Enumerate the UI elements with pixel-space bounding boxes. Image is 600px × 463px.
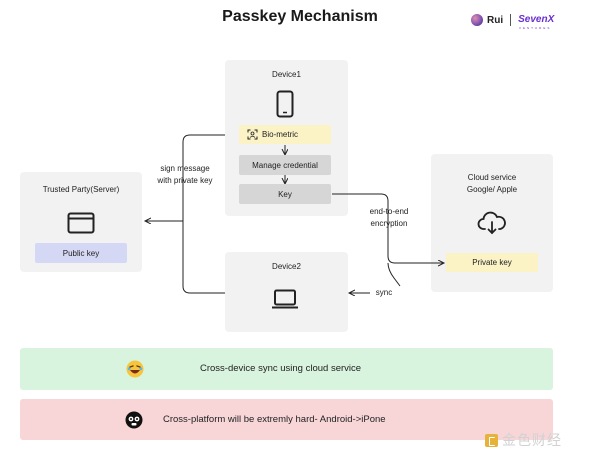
- sign-message-label: sign message with private key: [145, 163, 225, 187]
- e2e-line2: encryption: [370, 219, 408, 228]
- brand-logo-group: Rui SevenX VENTURES: [471, 12, 555, 30]
- biometric-label: Bio-metric: [262, 130, 299, 139]
- page-title: Passkey Mechanism: [222, 8, 378, 25]
- device2-label: Device2: [272, 262, 301, 271]
- e2e-encryption-label: end-to-end encryption: [354, 206, 424, 230]
- e2e-lower: [387, 262, 401, 287]
- private-key-chip: Private key: [446, 253, 538, 272]
- brand-rui: Rui: [487, 14, 504, 26]
- browser-window-icon: [67, 212, 95, 239]
- face-id-icon: [247, 129, 258, 140]
- key-chip: Key: [239, 184, 331, 204]
- brand-sevenx: SevenX: [518, 14, 555, 25]
- sign-connector: [182, 134, 225, 294]
- cloud-label-line2: Google/ Apple: [466, 185, 518, 194]
- watermark-text: 金色财经: [502, 433, 562, 449]
- cloud-label-line1: Cloud service: [467, 173, 517, 182]
- e2e-connector: [332, 193, 444, 263]
- laptop-icon: [271, 289, 299, 314]
- watermark: 金色财经: [485, 430, 562, 450]
- cross-device-text: Cross-device sync using cloud service: [200, 363, 362, 374]
- public-key-chip: Public key: [35, 243, 127, 263]
- sign-line1: sign message: [160, 164, 210, 173]
- rui-avatar-icon: [471, 14, 483, 26]
- cross-platform-banner: Cross-platform will be extremly hard- An…: [20, 399, 553, 440]
- watermark-logo-icon: [485, 433, 498, 447]
- device2-panel: [225, 252, 348, 332]
- trusted-party-label: Trusted Party(Server): [42, 185, 120, 194]
- sync-label: sync: [375, 288, 393, 297]
- cross-device-banner: Cross-device sync using cloud service: [20, 348, 553, 390]
- brand-sevenx-subtitle: VENTURES: [519, 26, 552, 30]
- biometric-chip: Bio-metric: [239, 125, 331, 144]
- cloud-service-label: Cloud service Google/ Apple: [431, 172, 553, 196]
- phone-icon: [276, 90, 294, 123]
- laughing-emoji-icon: [126, 360, 144, 383]
- e2e-line1: end-to-end: [369, 207, 409, 216]
- cross-platform-text: Cross-platform will be extremly hard- An…: [163, 414, 386, 425]
- sign-line2: with private key: [157, 176, 213, 185]
- skull-emoji-icon: [125, 411, 143, 434]
- brand-divider: [510, 14, 512, 26]
- cloud-download-icon: [477, 211, 507, 240]
- manage-credential-chip: Manage credential: [239, 155, 331, 175]
- device1-label: Device1: [272, 70, 301, 79]
